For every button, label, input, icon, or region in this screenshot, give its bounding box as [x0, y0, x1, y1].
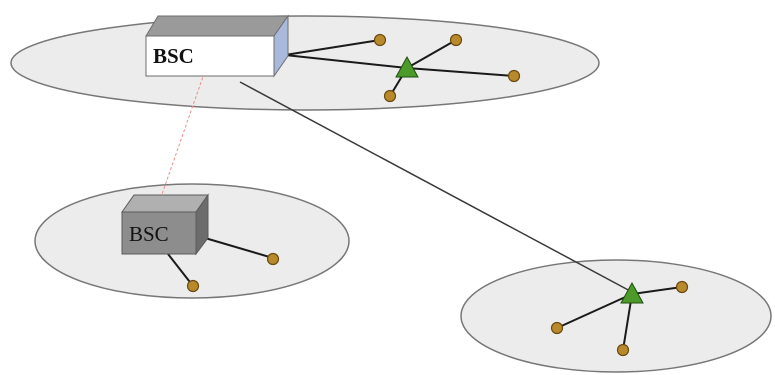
- cell-top: [10, 15, 600, 111]
- mobile-station-dot-icon: [186, 279, 200, 293]
- link-bts-to-node-right: [406, 67, 515, 77]
- mobile-station-dot-icon: [675, 280, 689, 294]
- bsc-secondary-label: BSC: [129, 222, 169, 246]
- bsc-secondary-box-icon: BSC: [121, 193, 209, 256]
- mobile-station-dot-icon: [383, 89, 397, 103]
- dashed-bsc-link: [159, 67, 207, 201]
- bsc-to-remote-bts-link: [239, 81, 633, 293]
- bsc2-box-top: [121, 194, 209, 213]
- link-bsc2-to-node-right: [204, 237, 274, 259]
- link-bts-to-node-top: [406, 39, 457, 69]
- mobile-stations: [186, 33, 689, 357]
- mobile-station-dot-icon: [373, 33, 387, 47]
- link-bsc2-to-node-bottom: [167, 253, 194, 287]
- base-station-triangle-icon: [395, 55, 419, 78]
- left-cell-links: [167, 237, 274, 287]
- bsc2-box-front: [121, 211, 197, 255]
- link-bsc-to-node: [284, 39, 381, 56]
- cell-right: [460, 259, 772, 373]
- link-bts2-to-node-left: [556, 293, 633, 329]
- bsc-primary-label: BSC: [153, 44, 194, 68]
- link-bts2-to-node-right: [631, 286, 683, 295]
- bsc-box-front: [145, 35, 275, 77]
- bsc-box-icon: BSC: [145, 14, 289, 78]
- link-bsc-to-bts: [284, 54, 408, 69]
- mobile-station-dot-icon: [550, 321, 564, 335]
- bsc-box-top: [145, 15, 289, 37]
- mobile-station-dot-icon: [266, 252, 280, 266]
- mobile-station-dot-icon: [507, 69, 521, 83]
- mobile-station-dot-icon: [449, 33, 463, 47]
- base-station-triangle-icon: [620, 281, 644, 304]
- mobile-station-dot-icon: [616, 343, 630, 357]
